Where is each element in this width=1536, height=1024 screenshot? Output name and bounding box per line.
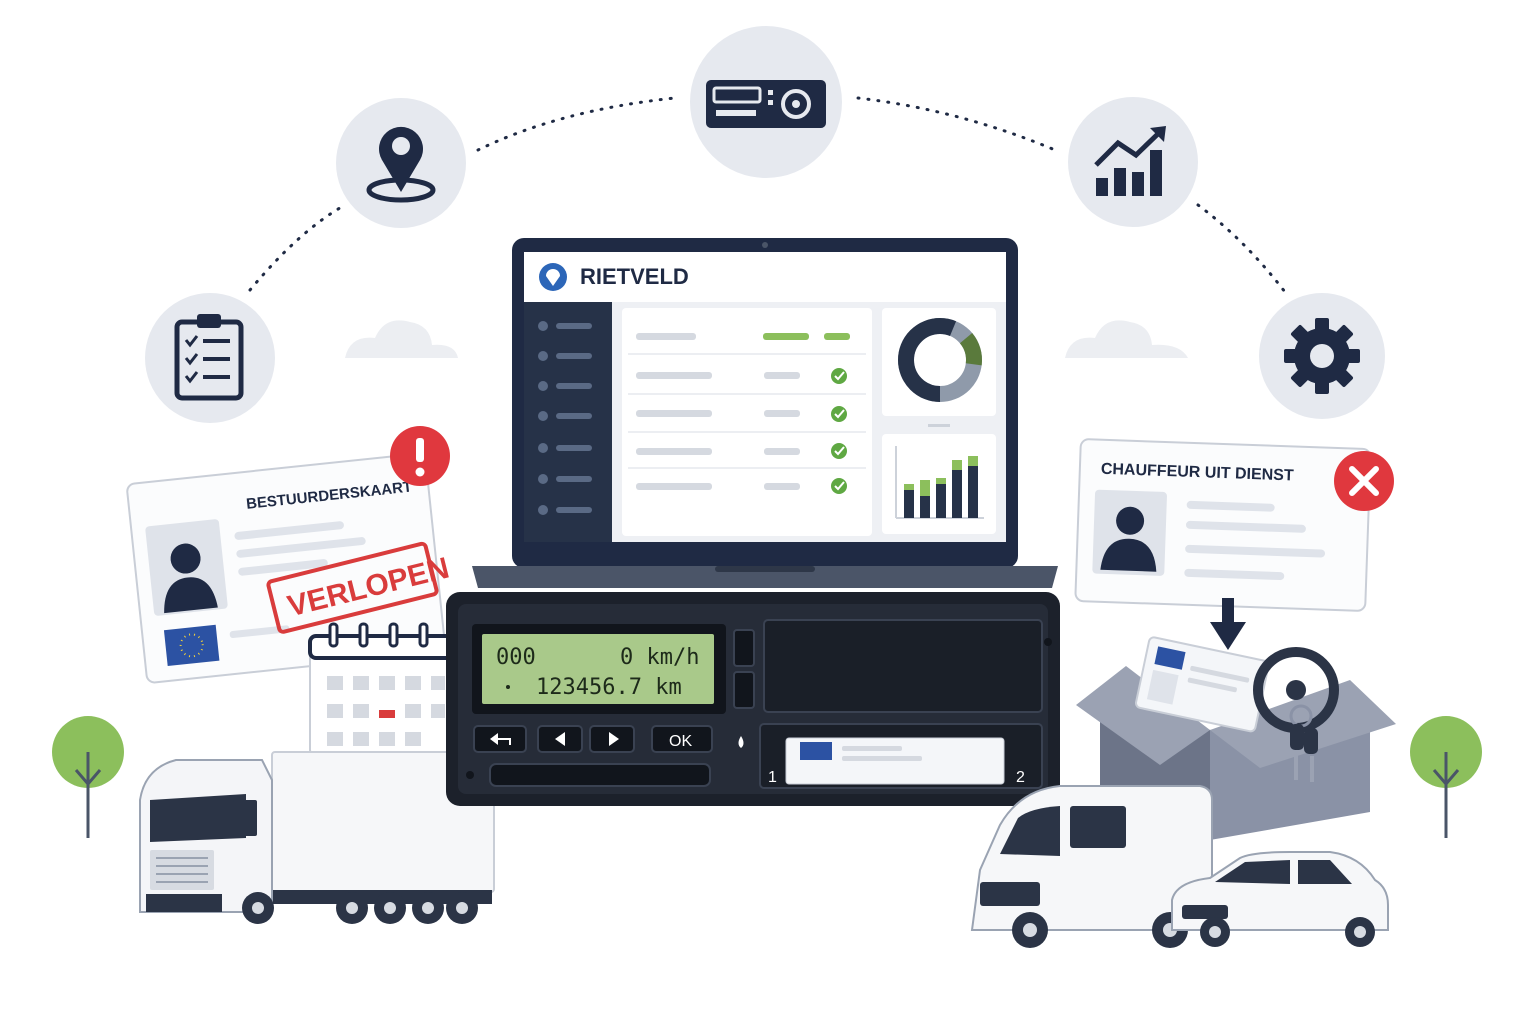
tachograph-icon (690, 26, 842, 178)
cloud (1065, 320, 1188, 358)
dashboard-screen: RIETVELD (524, 252, 1006, 542)
brand-name: RIETVELD (580, 264, 689, 289)
car (1171, 851, 1389, 947)
alert-icon (390, 426, 450, 486)
brand-logo-icon (539, 263, 567, 291)
ok-button[interactable]: OK (651, 725, 713, 753)
close-icon (1334, 451, 1394, 511)
check-icon (831, 443, 847, 459)
car-keys-icon (1289, 704, 1318, 782)
van (970, 785, 1213, 948)
tachograph-display (482, 634, 714, 704)
printer-slot (489, 763, 711, 787)
sidebar-menu (538, 321, 592, 515)
previous-button[interactable] (537, 725, 583, 753)
connector-arc (248, 96, 1287, 294)
location-pin-icon (336, 98, 466, 228)
check-icon (831, 478, 847, 494)
inserted-driver-card (785, 737, 1005, 785)
growth-chart-icon (1068, 97, 1198, 227)
check-icon (831, 406, 847, 422)
donut-chart (882, 308, 996, 427)
cloud (345, 320, 458, 358)
back-button[interactable] (473, 725, 527, 753)
calendar-icon (308, 622, 454, 757)
arrow-down-icon (1210, 598, 1246, 650)
inactive-card-title: CHAUFFEUR UIT DIENST (1101, 461, 1295, 485)
next-button[interactable] (589, 725, 635, 753)
tree (1410, 716, 1482, 838)
gear-icon (1259, 293, 1385, 419)
archived-card (1135, 636, 1270, 733)
display-odometer: 123456.7 km (536, 675, 682, 700)
tachograph-unit: 000 0 km/h 123456.7 km OK (446, 592, 1060, 806)
truck (139, 751, 495, 924)
check-icon (831, 368, 847, 384)
card-slot-2-label: 2 (1016, 769, 1025, 786)
eu-flag-icon (163, 624, 220, 667)
bar-chart (882, 434, 996, 534)
card-slot-1-label: 1 (768, 769, 777, 786)
driver-table (622, 308, 872, 536)
ok-button-label: OK (669, 733, 692, 750)
drop-icon (738, 736, 744, 748)
tree (52, 716, 124, 838)
display-speed: 0 km/h (620, 645, 699, 670)
clipboard-checklist-icon (145, 293, 275, 423)
display-mode: 000 (496, 645, 536, 670)
inactive-driver-card: CHAUFFEUR UIT DIENST (1074, 438, 1372, 612)
